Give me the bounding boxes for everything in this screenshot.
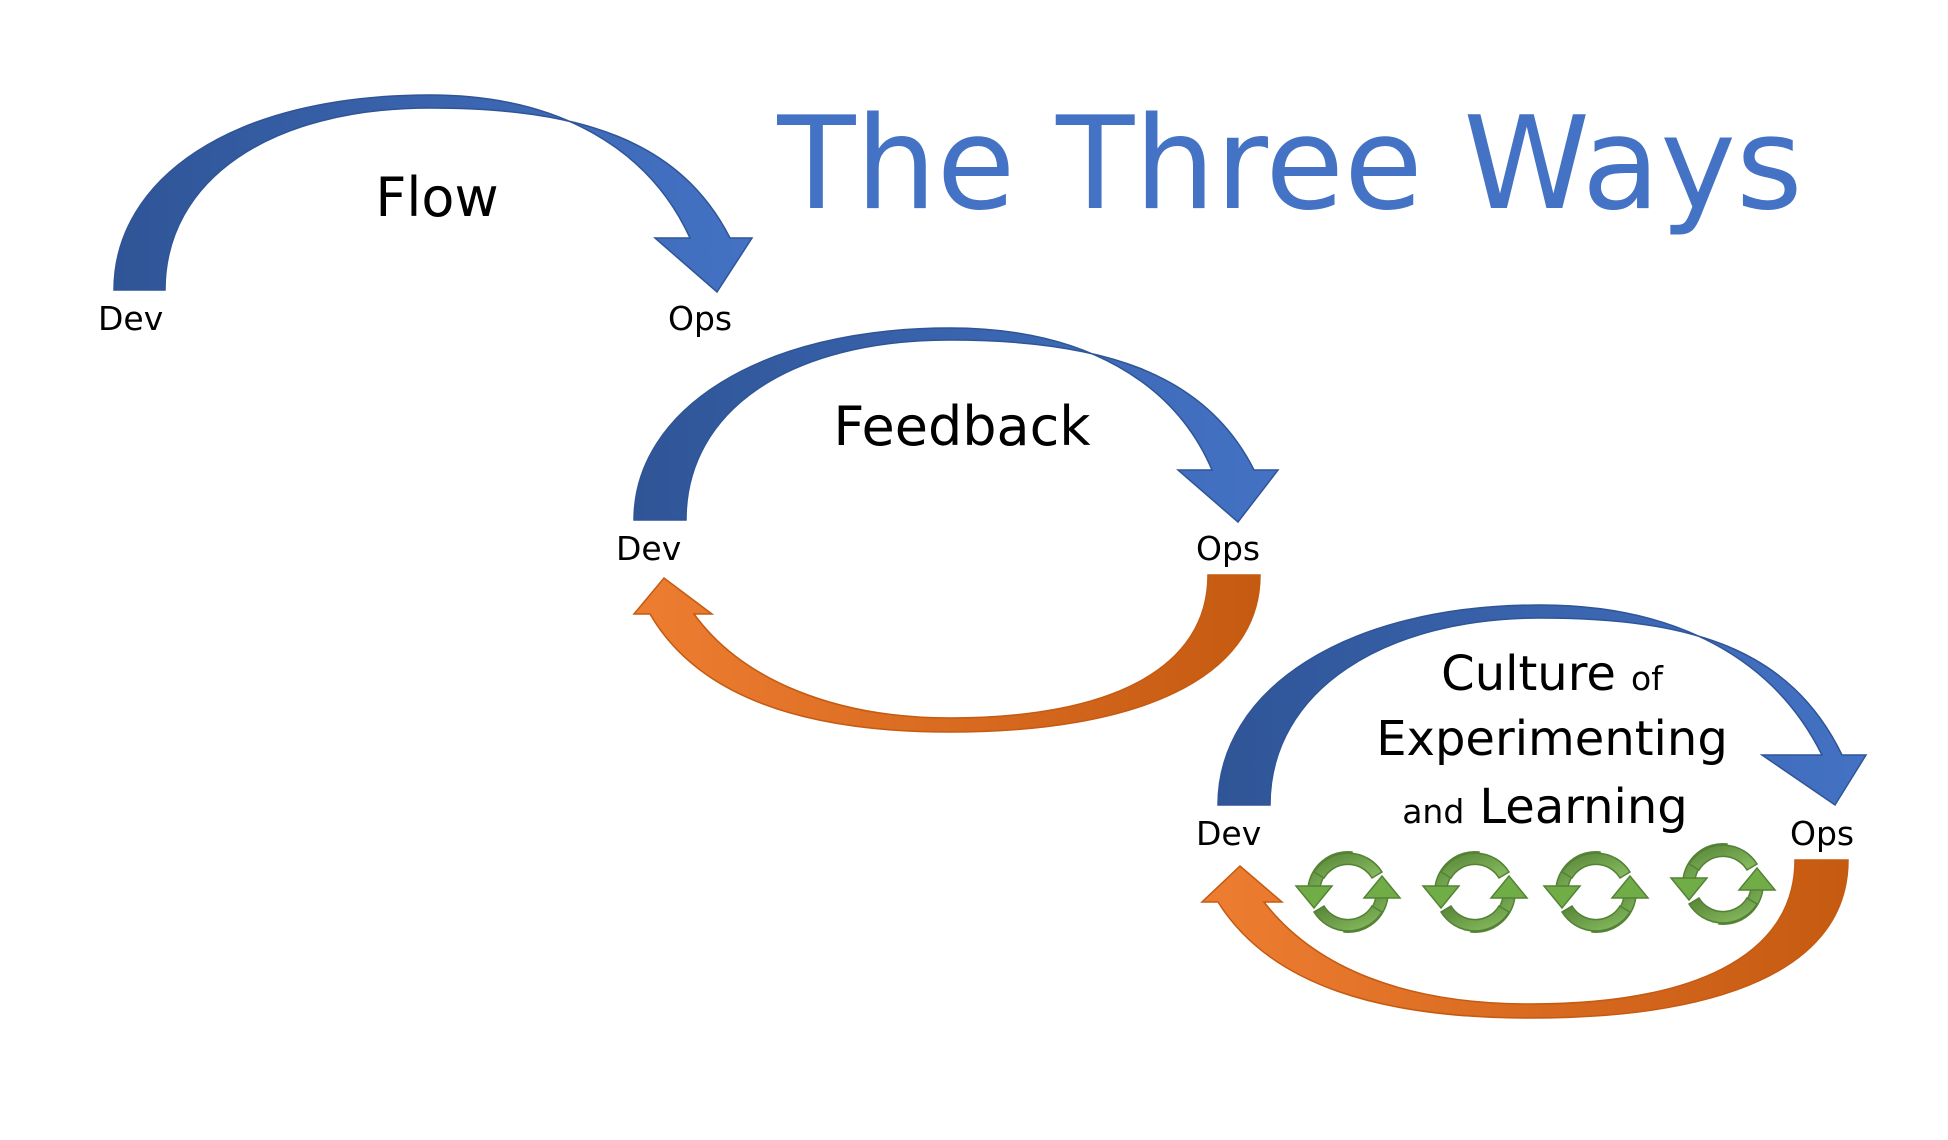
culture-way: Culture of Experimenting and Learning De…	[1196, 604, 1868, 1019]
learning-label: and Learning	[1402, 779, 1688, 835]
feedback-label: Feedback	[833, 395, 1091, 458]
feedback-ops-label: Ops	[1196, 529, 1260, 568]
flow-ops-label: Ops	[668, 299, 732, 338]
learning-word: Learning	[1479, 779, 1687, 835]
feedback-return-arrow	[632, 574, 1261, 733]
feedback-forward-arrow	[633, 327, 1280, 524]
flow-label: Flow	[375, 166, 498, 229]
culture-label: Culture of	[1441, 646, 1664, 702]
refresh-cycle-icon	[1295, 851, 1401, 933]
culture-ops-label: Ops	[1790, 814, 1854, 853]
and-word: and	[1402, 792, 1464, 831]
flow-dev-label: Dev	[98, 299, 163, 338]
culture-return-arrow	[1200, 859, 1849, 1019]
experimenting-word: Experimenting	[1376, 711, 1728, 767]
flow-arrow	[113, 94, 754, 294]
refresh-cycle-icon	[1543, 851, 1649, 933]
of-word: of	[1631, 659, 1664, 698]
refresh-cycle-icon	[1422, 851, 1528, 933]
culture-forward-arrow	[1217, 604, 1868, 807]
diagram-title: The Three Ways	[776, 90, 1802, 239]
culture-word: Culture	[1441, 646, 1616, 702]
feedback-dev-label: Dev	[616, 529, 681, 568]
culture-dev-label: Dev	[1196, 814, 1261, 853]
flow-way: Flow Dev Ops	[98, 94, 754, 338]
experiment-cycles	[1295, 843, 1776, 933]
feedback-way: Feedback Dev Ops	[616, 327, 1280, 733]
refresh-cycle-icon	[1670, 843, 1776, 925]
